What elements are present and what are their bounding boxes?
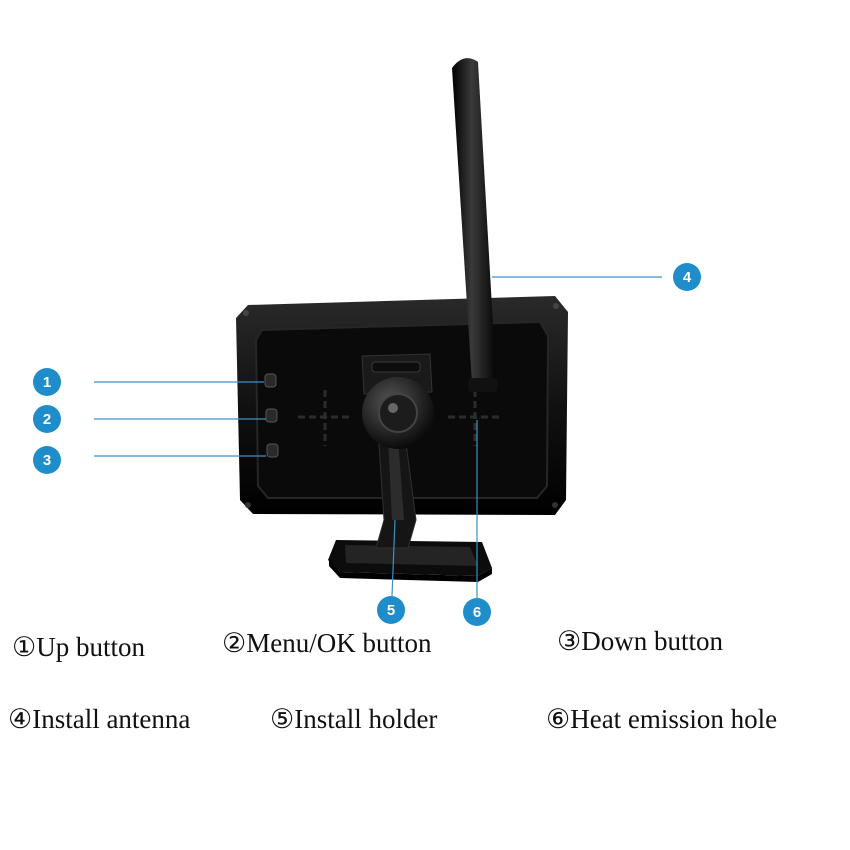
caption-down-button: ③Down button <box>557 628 723 655</box>
caption-heat-emission-hole: ⑥Heat emission hole <box>546 706 777 733</box>
callout-number-2: 2 <box>43 411 51 428</box>
callout-number-1: 1 <box>43 374 51 391</box>
caption-menu-ok-button: ②Menu/OK button <box>222 630 431 657</box>
callout-badge-3: 3 <box>33 446 61 474</box>
caption-install-holder: ⑤Install holder <box>270 706 437 733</box>
callout-number-5: 5 <box>387 602 395 619</box>
callout-number-6: 6 <box>473 604 481 621</box>
caption-up-button: ①Up button <box>12 634 145 661</box>
callout-badge-1: 1 <box>33 368 61 396</box>
callout-badge-2: 2 <box>33 405 61 433</box>
ball-joint <box>362 377 434 449</box>
callout-badge-6: 6 <box>463 598 491 626</box>
menu-ok-button <box>266 409 277 422</box>
callout-number-4: 4 <box>683 269 692 286</box>
down-button <box>267 444 278 457</box>
callout-number-3: 3 <box>43 452 51 469</box>
holder-base <box>328 540 492 582</box>
up-button <box>265 374 276 387</box>
callout-badge-5: 5 <box>377 596 405 624</box>
caption-install-antenna: ④Install antenna <box>8 706 190 733</box>
callout-badge-4: 4 <box>673 263 701 291</box>
